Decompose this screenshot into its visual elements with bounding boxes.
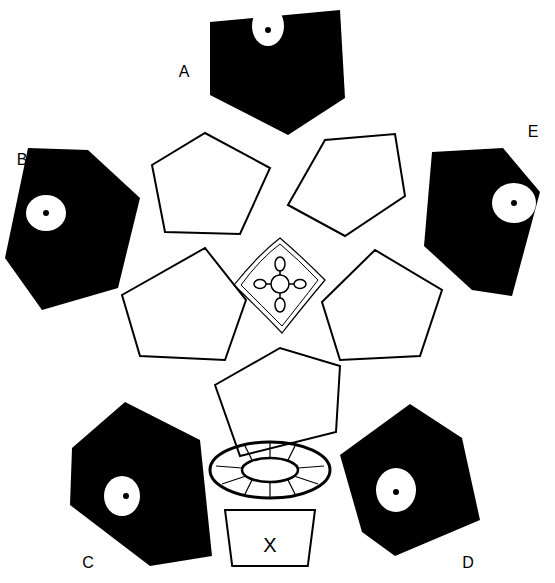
emblem-outline xyxy=(234,238,325,333)
dark-tile xyxy=(5,148,140,310)
pentagon xyxy=(215,348,340,456)
dark-tile xyxy=(340,404,480,556)
notch xyxy=(26,195,66,231)
dots xyxy=(43,27,517,499)
pentagon xyxy=(152,133,270,234)
part-letter: E xyxy=(528,124,539,140)
part-letter: B xyxy=(17,152,28,168)
centre-emblem xyxy=(234,238,325,333)
wheel-rim xyxy=(210,442,330,498)
emblem-outline xyxy=(241,244,318,326)
trapezoid-box: X xyxy=(225,510,315,566)
dark-tile xyxy=(424,148,540,296)
notch xyxy=(492,183,536,223)
pentagon xyxy=(288,134,405,236)
dot xyxy=(123,493,129,499)
part-letter: A xyxy=(179,64,190,80)
dot xyxy=(43,210,49,216)
dark-tiles xyxy=(5,10,540,566)
notch xyxy=(252,6,284,46)
part-letter: X xyxy=(263,521,276,555)
part-letter: D xyxy=(462,555,474,571)
dark-tile xyxy=(70,402,212,566)
part-letter: C xyxy=(82,555,94,571)
wheel-hub xyxy=(242,458,298,482)
light-tiles xyxy=(122,133,442,456)
dot xyxy=(393,489,399,495)
light-notches xyxy=(26,6,536,516)
trapezoid-shape xyxy=(225,510,315,566)
notch xyxy=(376,468,416,512)
pentagon xyxy=(322,250,442,360)
dot xyxy=(265,27,271,33)
notch xyxy=(104,476,140,516)
dot xyxy=(511,200,517,206)
pentagon xyxy=(122,248,246,360)
wheel-spokes xyxy=(216,442,324,498)
wheel xyxy=(210,442,330,498)
